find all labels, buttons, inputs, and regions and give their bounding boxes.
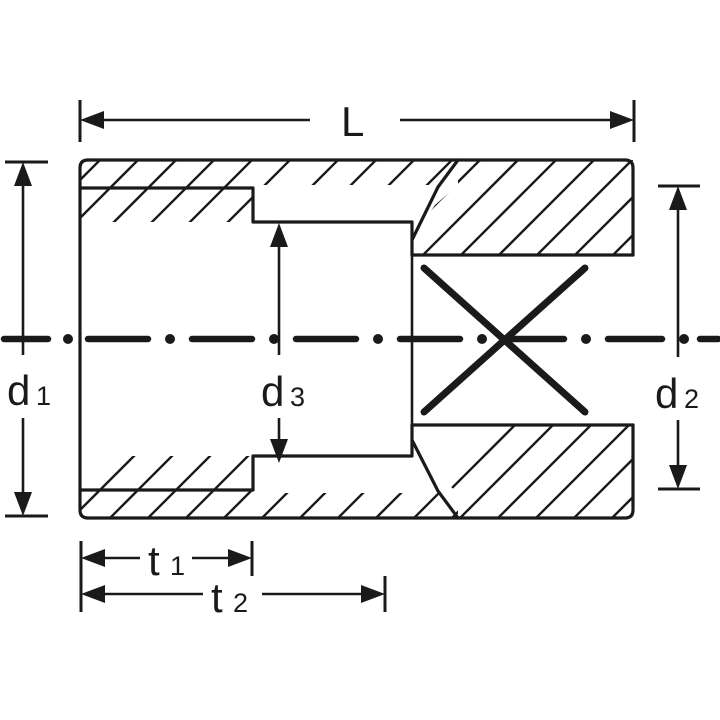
lower-bore-profile [78, 438, 414, 492]
dimension-d1: d 1 [5, 160, 51, 518]
dimension-L-arrow-right [610, 111, 634, 129]
dimension-d2: d 2 [655, 184, 700, 491]
dimension-d2-arrow-bottom [669, 465, 687, 489]
dimension-t1-arrow-right [228, 549, 252, 567]
upper-bore-profile [78, 186, 414, 242]
dimension-t2: t 2 [79, 574, 387, 621]
dimension-d3-arrow-bottom [270, 439, 288, 463]
dimension-label-L: L [341, 98, 364, 145]
upper-left-rounded-corner [78, 158, 90, 190]
lower-wall-outer-edge [456, 423, 635, 520]
dimension-label-t1: t [148, 537, 160, 584]
dimension-label-t1-sub: 1 [170, 551, 185, 581]
lower-wall-hatching-left [80, 456, 458, 518]
dimension-t1: t 1 [79, 537, 254, 584]
dimension-L: L [78, 98, 636, 145]
dimension-L-arrow-left [80, 111, 104, 129]
lower-wall-section [78, 423, 635, 520]
dimension-label-t2-sub: 2 [233, 588, 248, 618]
dimension-label-t2: t [211, 574, 223, 621]
dimension-label-d2: d [655, 370, 678, 417]
dimension-d2-arrow-top [669, 186, 687, 210]
upper-wall-outer-edge [456, 158, 635, 257]
dimension-t2-arrow-left [81, 585, 105, 603]
dimension-label-d3-sub: 3 [290, 382, 305, 412]
dimension-t2-arrow-right [361, 585, 385, 603]
dimension-label-d1: d [7, 367, 30, 414]
dimension-t1-arrow-left [81, 549, 105, 567]
dimension-label-d2-sub: 2 [684, 384, 699, 414]
dimension-d3-arrow-top [270, 223, 288, 247]
dimension-label-d3: d [261, 368, 284, 415]
dimension-d3: d 3 [261, 223, 305, 463]
dimension-d1-arrow-top [14, 162, 32, 186]
axis-center-line [0, 334, 720, 344]
dimension-d1-arrow-bottom [14, 492, 32, 516]
lower-left-rounded-corner [78, 488, 90, 520]
dimension-label-d1-sub: 1 [36, 381, 51, 411]
upper-wall-section [78, 158, 635, 257]
